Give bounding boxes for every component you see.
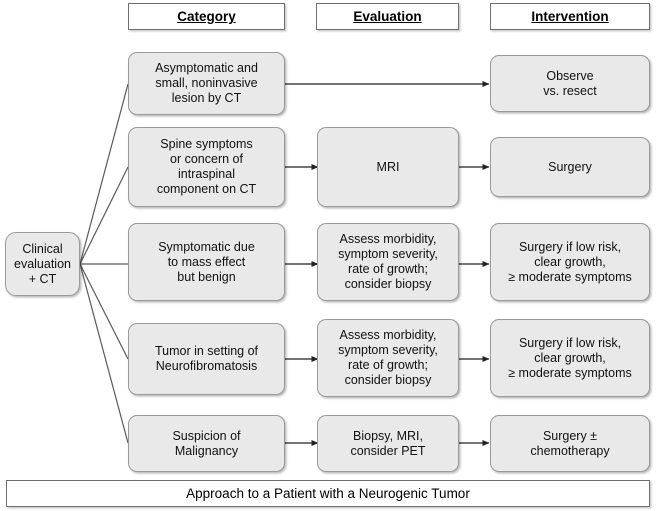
node-intervention-row2: Surgery: [490, 137, 650, 197]
column-header-evaluation: Evaluation: [316, 3, 459, 30]
node-category-row3-label: Symptomatic due to mass effect but benig…: [158, 239, 255, 284]
node-intervention-row3: Surgery if low risk, clear growth, ≥ mod…: [490, 223, 650, 301]
node-category-row5: Suspicion of Malignancy: [128, 415, 285, 472]
node-evaluation-row5-label: Biopsy, MRI, consider PET: [350, 428, 426, 458]
root-fanout-edges: [79, 83, 129, 444]
node-evaluation-row3: Assess morbidity, symptom severity, rate…: [317, 223, 459, 301]
column-header-category-label: Category: [177, 9, 236, 24]
node-category-row1: Asymptomatic and small, noninvasive lesi…: [128, 52, 285, 115]
node-intervention-row5-label: Surgery ± chemotherapy: [530, 428, 610, 458]
node-intervention-row4-label: Surgery if low risk, clear growth, ≥ mod…: [508, 335, 632, 380]
node-category-row3: Symptomatic due to mass effect but benig…: [128, 223, 285, 301]
column-header-intervention-label: Intervention: [531, 9, 609, 24]
node-evaluation-row5: Biopsy, MRI, consider PET: [317, 415, 459, 472]
node-intervention-row4: Surgery if low risk, clear growth, ≥ mod…: [490, 319, 650, 397]
column-header-evaluation-label: Evaluation: [353, 9, 422, 24]
node-evaluation-row3-label: Assess morbidity, symptom severity, rate…: [338, 232, 438, 291]
node-evaluation-row4: Assess morbidity, symptom severity, rate…: [317, 319, 459, 397]
node-intervention-row1-label: Observe vs. resect: [543, 68, 597, 98]
node-intervention-row1: Observe vs. resect: [490, 55, 650, 112]
node-intervention-row3-label: Surgery if low risk, clear growth, ≥ mod…: [508, 239, 632, 284]
node-evaluation-row2-label: MRI: [376, 159, 400, 174]
diagram-caption-label: Approach to a Patient with a Neurogenic …: [186, 486, 470, 501]
node-category-row5-label: Suspicion of Malignancy: [172, 428, 241, 458]
node-evaluation-row2: MRI: [317, 127, 459, 207]
diagram-caption: Approach to a Patient with a Neurogenic …: [6, 480, 650, 507]
node-clinical-evaluation: Clinical evaluation + CT: [5, 232, 80, 296]
node-intervention-row5: Surgery ± chemotherapy: [490, 415, 650, 472]
column-header-intervention: Intervention: [490, 3, 650, 30]
node-intervention-row2-label: Surgery: [548, 159, 592, 174]
node-category-row4-label: Tumor in setting of Neurofibromatosis: [154, 344, 259, 373]
node-evaluation-row4-label: Assess morbidity, symptom severity, rate…: [338, 328, 438, 387]
node-category-row2: Spine symptoms or concern of intraspinal…: [128, 127, 285, 207]
node-category-row1-label: Asymptomatic and small, noninvasive lesi…: [155, 61, 258, 105]
node-category-row2-label: Spine symptoms or concern of intraspinal…: [156, 137, 257, 196]
node-clinical-evaluation-label: Clinical evaluation + CT: [14, 241, 71, 286]
node-category-row4: Tumor in setting of Neurofibromatosis: [128, 323, 285, 395]
column-header-category: Category: [128, 3, 285, 30]
